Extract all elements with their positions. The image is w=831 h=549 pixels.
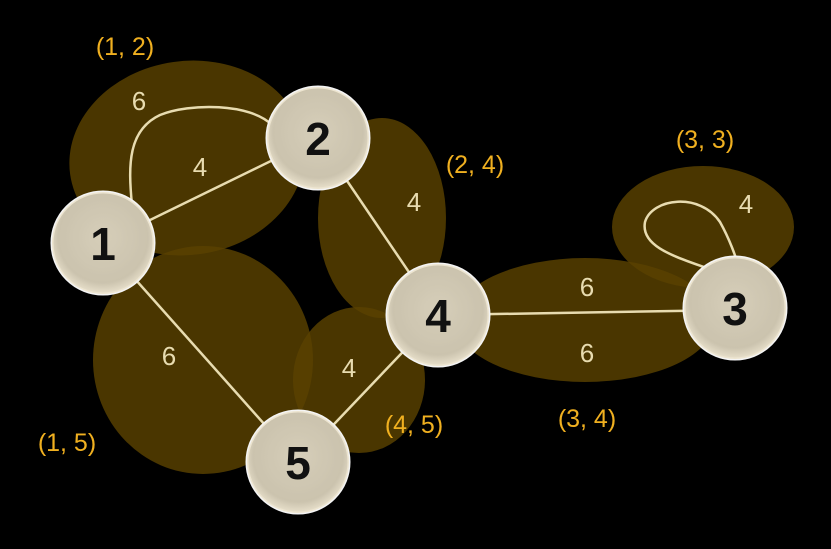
group-label-4-5: (4, 5) [385,411,443,439]
group-labels: (1, 2) (2, 4) (3, 3) (3, 4) (4, 5) (1, 5… [38,33,734,457]
node-4: 4 [385,262,491,368]
edge-weight-1-2-curved: 6 [132,86,146,116]
node-label: 2 [305,113,331,165]
edge-weight-3-3: 4 [739,189,753,219]
edge-weight-3-4-bottom: 6 [580,338,594,368]
node-2: 2 [265,85,371,191]
group-label-1-5: (1, 5) [38,429,96,457]
group-hull-4-5 [293,307,425,453]
node-label: 1 [90,218,116,270]
group-label-3-3: (3, 3) [676,126,734,154]
node-label: 3 [722,283,748,335]
edge-weight-1-2-straight: 4 [193,152,207,182]
edge-3-3-loop [643,200,742,272]
group-label-1-2: (1, 2) [96,33,154,61]
node-3: 3 [682,255,788,361]
edge-weights: 6 4 4 4 6 6 4 6 [132,86,753,383]
edge-weight-1-5: 6 [162,341,176,371]
edge-weight-4-5: 4 [342,353,356,383]
node-label: 4 [425,290,451,342]
nodes: 1 2 3 4 5 [50,85,788,515]
node-5: 5 [245,409,351,515]
node-1: 1 [50,190,156,296]
node-label: 5 [285,437,311,489]
edge-weight-2-4: 4 [407,187,421,217]
edge-weight-3-4-top: 6 [580,272,594,302]
edge-1-2-curved [128,105,273,206]
group-label-2-4: (2, 4) [446,151,504,179]
group-hull-3-4 [455,258,715,382]
group-label-3-4: (3, 4) [558,405,616,433]
